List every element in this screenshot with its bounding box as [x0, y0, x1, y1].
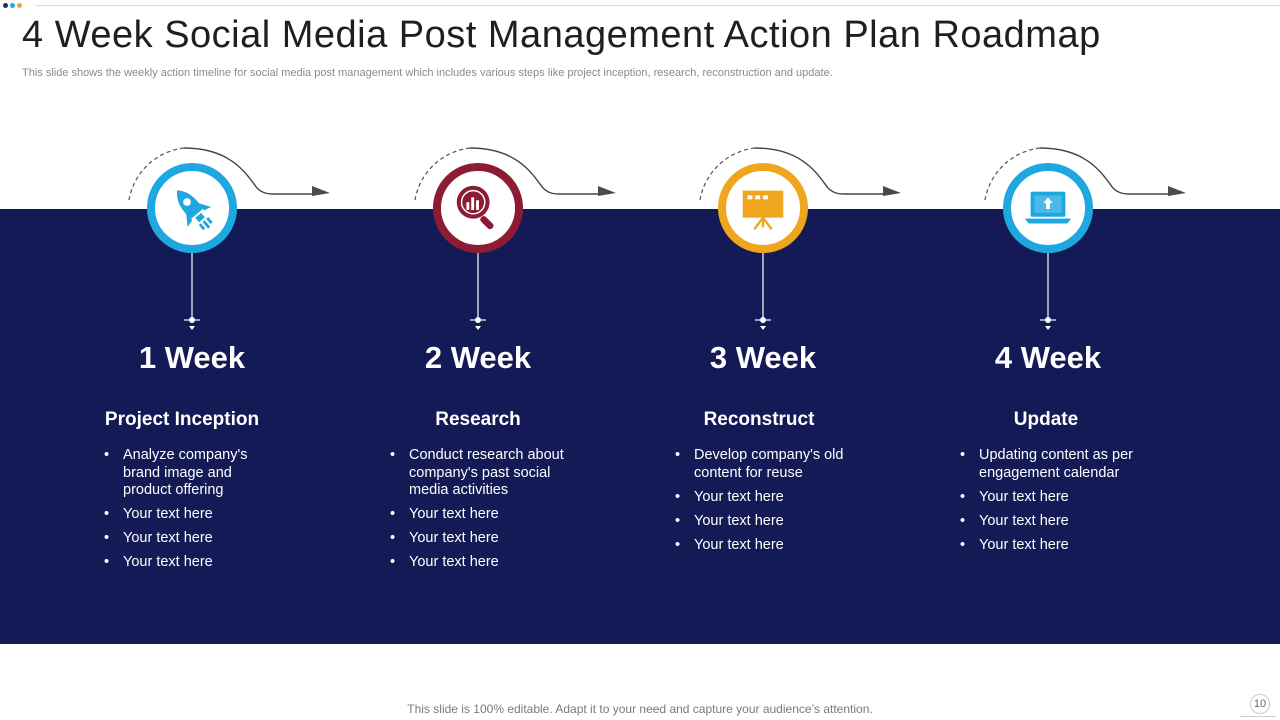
- timeline-band: [0, 209, 1280, 644]
- roadmap-step-4: 4 Week Update Updating content as per en…: [908, 0, 1188, 720]
- roadmap-step-2: 2 Week Research Conduct research about c…: [338, 0, 618, 720]
- list-item: Your text here: [104, 530, 284, 548]
- list-item: Conduct research about company's past so…: [390, 447, 570, 500]
- step-week-label: 3 Week: [709, 340, 817, 375]
- top-rule: [35, 5, 1280, 6]
- list-item: Your text here: [675, 537, 855, 555]
- step-title: Update: [1013, 409, 1079, 430]
- list-item: Analyze company's brand image and produc…: [104, 447, 284, 500]
- list-item: Your text here: [960, 513, 1140, 531]
- decor-dot: [3, 3, 8, 8]
- step-title: Reconstruct: [703, 409, 815, 430]
- step-bullet-list: Updating content as per engagement calen…: [960, 447, 1140, 561]
- footer-note: This slide is 100% editable. Adapt it to…: [407, 702, 873, 716]
- step-week-label: 4 Week: [994, 340, 1102, 375]
- roadmap-step-1: 1 Week Project Inception Analyze company…: [52, 0, 332, 720]
- presentation-board-icon: [742, 190, 784, 230]
- rocket-icon: [176, 190, 213, 231]
- step-title: Project Inception: [104, 409, 260, 430]
- step-icon-circle: [147, 163, 237, 253]
- magnifier-chart-icon: [456, 185, 494, 230]
- step-icon-circle: [1003, 163, 1093, 253]
- list-item: Develop company's old content for reuse: [675, 447, 855, 482]
- slide-title: 4 Week Social Media Post Management Acti…: [22, 14, 1101, 56]
- list-item: Your text here: [675, 513, 855, 531]
- list-item: Your text here: [390, 506, 570, 524]
- page-number-rule: [1240, 716, 1276, 717]
- laptop-upload-icon: [1024, 191, 1072, 224]
- decor-dot: [10, 3, 15, 8]
- list-item: Updating content as per engagement calen…: [960, 447, 1140, 482]
- step-icon-circle: [718, 163, 808, 253]
- list-item: Your text here: [390, 530, 570, 548]
- list-item: Your text here: [960, 537, 1140, 555]
- slide-subtitle: This slide shows the weekly action timel…: [22, 67, 833, 79]
- list-item: Your text here: [960, 489, 1140, 507]
- step-bullet-list: Develop company's old content for reuse …: [675, 447, 855, 561]
- decor-dots: [3, 3, 22, 8]
- step-week-label: 1 Week: [138, 340, 246, 375]
- step-bullet-list: Conduct research about company's past so…: [390, 447, 570, 578]
- list-item: Your text here: [390, 554, 570, 572]
- list-item: Your text here: [104, 506, 284, 524]
- step-week-label: 2 Week: [424, 340, 532, 375]
- step-icon-circle: [433, 163, 523, 253]
- roadmap-step-3: 3 Week Reconstruct Develop company's old…: [623, 0, 903, 720]
- step-title: Research: [435, 409, 521, 430]
- page-number: 10: [1250, 694, 1270, 714]
- list-item: Your text here: [104, 554, 284, 572]
- list-item: Your text here: [675, 489, 855, 507]
- step-bullet-list: Analyze company's brand image and produc…: [104, 447, 284, 578]
- decor-dot: [17, 3, 22, 8]
